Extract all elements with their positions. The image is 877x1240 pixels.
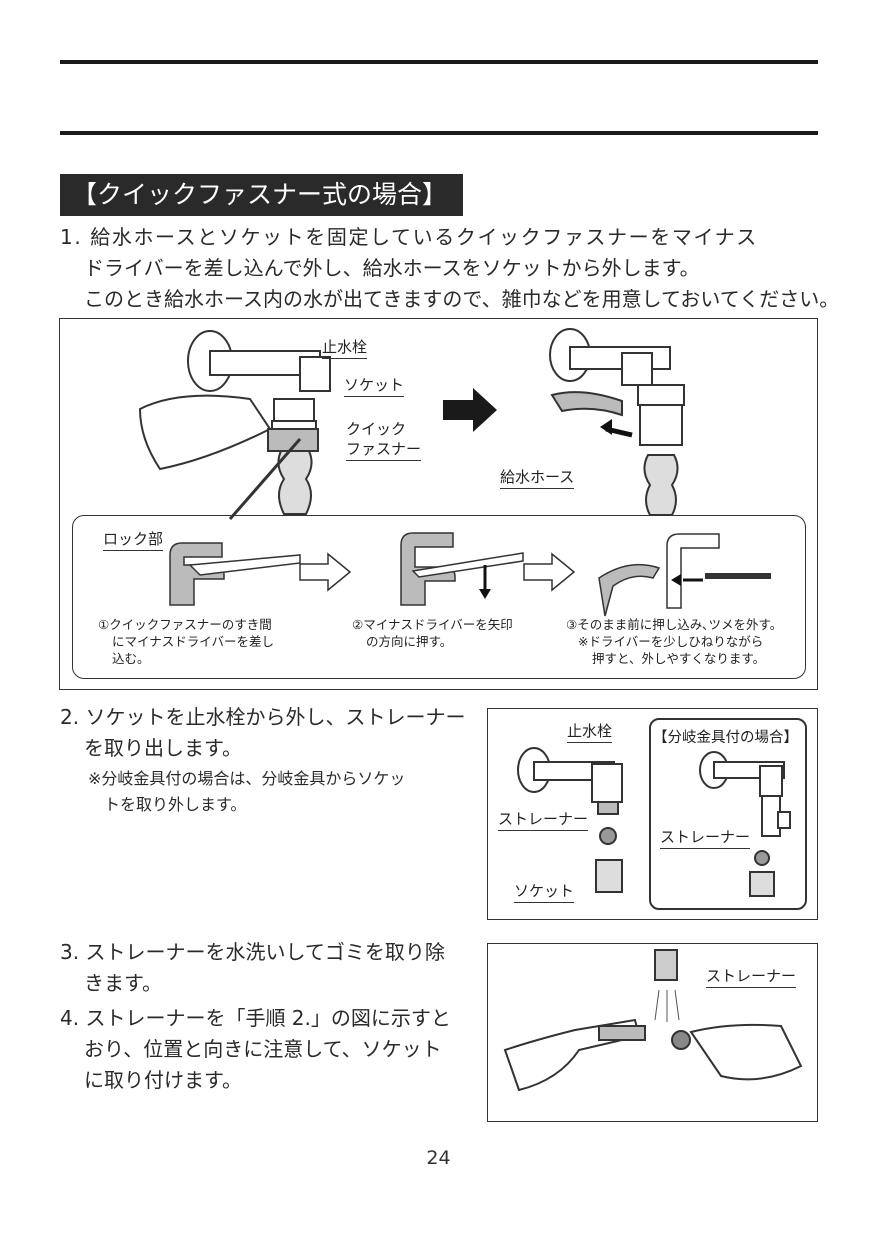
caption-2-line1: ②マイナスドライバーを矢印 <box>352 617 513 632</box>
label-socket-2: ソケット <box>514 880 575 903</box>
caption-1-line2: にマイナスドライバーを差し <box>112 634 275 649</box>
figure-1-frame <box>59 318 818 690</box>
caption-3-line3: 押すと、外しやすくなります。 <box>592 651 766 666</box>
label-strainer-3: ストレーナー <box>706 965 797 988</box>
step1-line3: このとき給水ホース内の水が出てきますので、雑巾などを用意しておいてください。 <box>84 287 840 311</box>
section-heading: 【クイックファスナー式の場合】 <box>60 174 464 216</box>
branch-valve-illustration <box>699 751 791 897</box>
label-stop-valve-2: 止水栓 <box>567 720 613 743</box>
second-rule <box>60 131 818 135</box>
faucet-illustration-before <box>138 330 331 520</box>
caption-3-line2: ※ドライバーを少しひねりながら <box>578 634 764 649</box>
figure-2-frame <box>487 708 818 920</box>
washing-strainer-illustration <box>503 949 803 1092</box>
branch-box-title: 【分岐金具付の場合】 <box>653 730 798 746</box>
step1-line2: ドライバーを差し込んで外し、給水ホースをソケットから外します。 <box>84 256 700 280</box>
step1-line1: 1. 給水ホースとソケットを固定しているクイックファスナーをマイナス <box>60 225 758 249</box>
label-hose: 給水ホース <box>500 466 575 489</box>
label-stop-valve: 止水栓 <box>322 336 368 359</box>
caption-2-line2: の方向に押す。 <box>366 634 453 649</box>
label-strainer-branch: ストレーナー <box>660 826 751 849</box>
hollow-arrow-icon <box>299 552 352 592</box>
label-strainer-2: ストレーナー <box>498 808 589 831</box>
step2-line2: を取り出します。 <box>84 736 242 760</box>
hollow-arrow-icon-2 <box>523 552 576 592</box>
valve-exploded-illustration <box>517 747 623 893</box>
caption-1-line3: 込む。 <box>112 651 150 666</box>
branch-box-frame <box>649 718 807 910</box>
step2-note1: ※分岐金具付の場合は、分岐金具からソケッ <box>88 769 406 788</box>
caption-1-line1: ①クイックファスナーのすき間 <box>98 617 272 632</box>
step4-line3: に取り付けます。 <box>84 1068 242 1092</box>
faucet-illustration-after <box>549 328 685 516</box>
step2-note2: トを取り外します。 <box>104 795 247 814</box>
top-rule <box>60 60 818 64</box>
detail-step1-illustration <box>169 542 301 606</box>
detail-step2-illustration <box>400 532 524 606</box>
detail-step3-illustration <box>598 533 771 617</box>
caption-3-line1: ③そのまま前に押し込み､ツメを外す。 <box>566 617 783 632</box>
right-arrow-icon <box>443 388 497 432</box>
label-fastener-2: ファスナー <box>346 438 422 461</box>
step2-line1: 2. ソケットを止水栓から外し、ストレーナー <box>60 705 466 729</box>
label-socket: ソケット <box>344 374 405 397</box>
step4-line2: おり、位置と向きに注意して、ソケット <box>84 1037 442 1061</box>
label-fastener-1: クイック <box>346 420 407 438</box>
label-lock: ロック部 <box>103 528 164 551</box>
figure-3-frame <box>487 943 818 1122</box>
step3-line2: きます。 <box>84 971 162 995</box>
step4-line1: 4. ストレーナーを「手順 2.」の図に示すと <box>60 1006 451 1030</box>
step3-line1: 3. ストレーナーを水洗いしてゴミを取り除 <box>60 940 445 964</box>
detail-callout-frame <box>72 515 806 679</box>
page-number: 24 <box>426 1147 451 1169</box>
